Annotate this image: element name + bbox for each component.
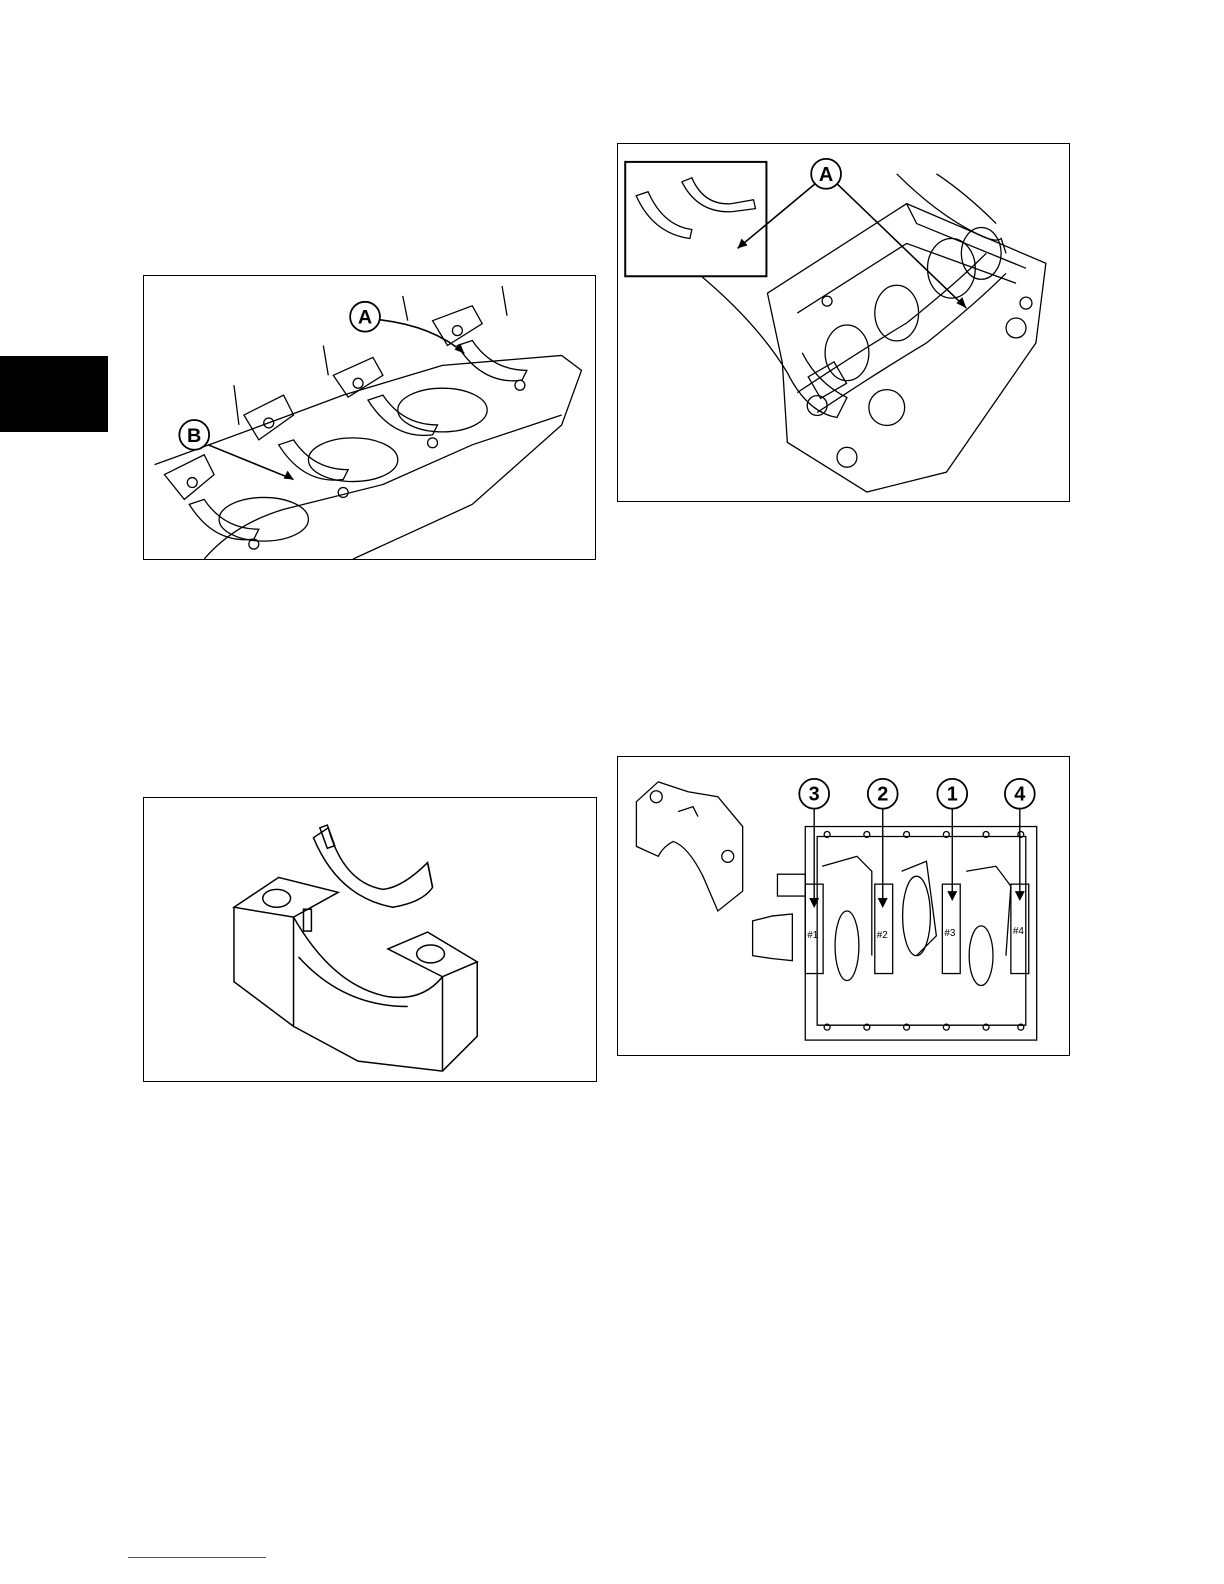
bearing-shells-illustration: A B	[144, 276, 595, 559]
leader-line-b	[208, 445, 293, 480]
figure-crankshaft-installation: A	[617, 143, 1070, 502]
cap-label-2: #2	[877, 930, 889, 941]
callout-2: 2	[868, 779, 898, 809]
cap-label-1: #1	[807, 930, 819, 941]
figure-bearing-shells-in-block: A B	[143, 275, 596, 560]
crankshaft-illustration: A	[618, 144, 1069, 501]
cap-order-illustration: #1 #2 #3 #4 3 2 1	[618, 757, 1069, 1055]
callout-a: A	[350, 302, 380, 332]
callout-1: 1	[937, 779, 967, 809]
svg-text:2: 2	[877, 784, 888, 806]
footer-link-underline	[128, 1557, 266, 1558]
cap-label-4: #4	[1013, 926, 1025, 937]
svg-text:A: A	[358, 307, 372, 329]
svg-text:4: 4	[1014, 784, 1025, 806]
svg-text:3: 3	[809, 784, 820, 806]
svg-text:1: 1	[947, 784, 958, 806]
section-tab-marker	[0, 356, 108, 432]
svg-text:A: A	[819, 164, 833, 186]
callout-a: A	[811, 159, 841, 189]
bearing-cap-illustration	[144, 798, 596, 1081]
figure-cap-order: #1 #2 #3 #4 3 2 1	[617, 756, 1070, 1056]
thrust-washer-inset	[625, 162, 766, 276]
cap-label-3: #3	[944, 928, 956, 939]
callout-3: 3	[799, 779, 829, 809]
figure-bearing-cap-shell	[143, 797, 597, 1082]
callout-4: 4	[1005, 779, 1035, 809]
leader-line-a	[379, 320, 464, 354]
callout-b: B	[179, 420, 209, 450]
svg-text:B: B	[187, 425, 201, 447]
